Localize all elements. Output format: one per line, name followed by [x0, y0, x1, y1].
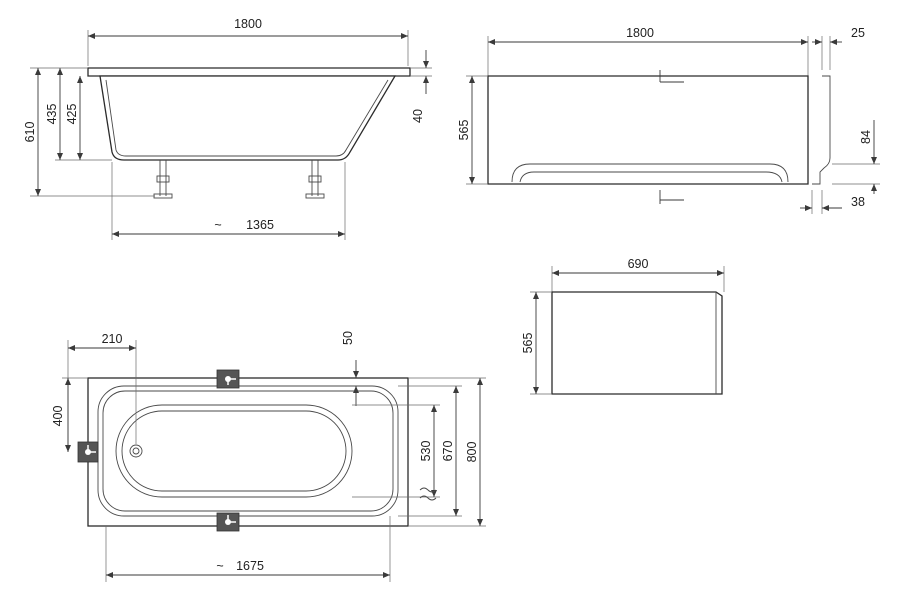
label-tub-height: 425 — [65, 104, 79, 125]
label-rim-thickness: 40 — [411, 109, 425, 123]
label-panel-lip: 84 — [859, 130, 873, 144]
label-total-height: 610 — [23, 122, 37, 143]
side-panel-view: 690 565 — [521, 257, 725, 395]
label-overall-length: 1800 — [234, 17, 262, 31]
label-drain-offset: 210 — [102, 332, 123, 346]
top-view: 210 50 400 530 670 800 — [51, 331, 486, 582]
side-view: 1800 610 435 — [23, 17, 432, 240]
mounting-clip-top — [216, 369, 240, 389]
label-rim-width: 50 — [341, 331, 355, 345]
label-side-height: 565 — [521, 333, 535, 354]
front-panel — [487, 75, 809, 185]
label-basin-width: 670 — [441, 441, 455, 462]
drain-icon — [129, 444, 143, 458]
tub-leg-left — [153, 160, 173, 199]
tub-leg-right — [305, 160, 325, 199]
label-panel-length: 1800 — [626, 26, 654, 40]
tub-body — [99, 75, 397, 161]
approx-symbol-2: ~ — [216, 559, 223, 573]
label-inner-length: 1675 — [236, 559, 264, 573]
label-rim-height: 435 — [45, 104, 59, 125]
mounting-clip-left — [77, 441, 99, 463]
label-inner-width: 530 — [419, 441, 433, 462]
label-panel-height: 565 — [457, 120, 471, 141]
basin-bottom — [115, 404, 353, 498]
front-panel-view: 1800 25 565 84 — [457, 26, 880, 214]
tub-outline — [87, 377, 409, 527]
side-panel — [551, 291, 723, 395]
label-side-width: 690 — [628, 257, 649, 271]
label-panel-base: 38 — [851, 195, 865, 209]
label-leg-span: 1365 — [246, 218, 274, 232]
approx-symbol: ~ — [214, 218, 221, 232]
mounting-clip-bottom — [216, 512, 240, 532]
label-overall-width: 800 — [465, 442, 479, 463]
label-panel-depth: 25 — [851, 26, 865, 40]
label-drain-position: 400 — [51, 406, 65, 427]
tub-rim — [87, 67, 411, 77]
